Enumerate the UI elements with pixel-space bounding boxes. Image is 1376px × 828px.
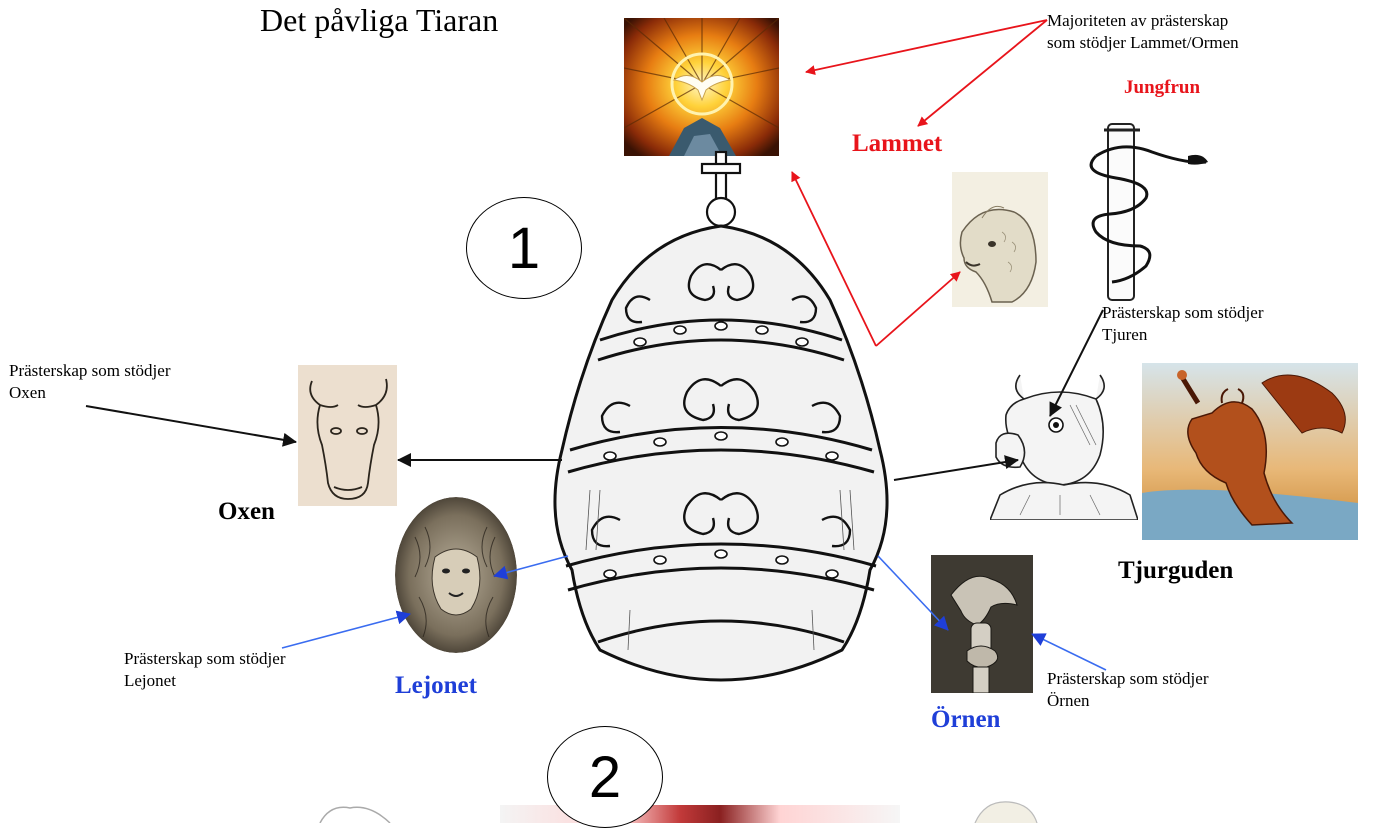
arrow-note-to-ox bbox=[86, 406, 296, 442]
arrow-note-to-bull bbox=[1050, 310, 1103, 416]
arrow-note-to-eagle bbox=[1032, 634, 1106, 670]
arrow-tiara-to-bull bbox=[894, 460, 1018, 480]
arrow-tiara-to-lion bbox=[494, 556, 568, 576]
arrow-tiara-to-lamb bbox=[876, 272, 960, 346]
arrow-tiara-to-dove bbox=[792, 172, 876, 346]
arrow-tiara-to-eagle bbox=[878, 556, 948, 630]
arrow-note-to-lammet bbox=[918, 20, 1047, 126]
arrow-note-to-dove bbox=[806, 20, 1047, 72]
arrow-note-to-lion bbox=[282, 614, 410, 648]
